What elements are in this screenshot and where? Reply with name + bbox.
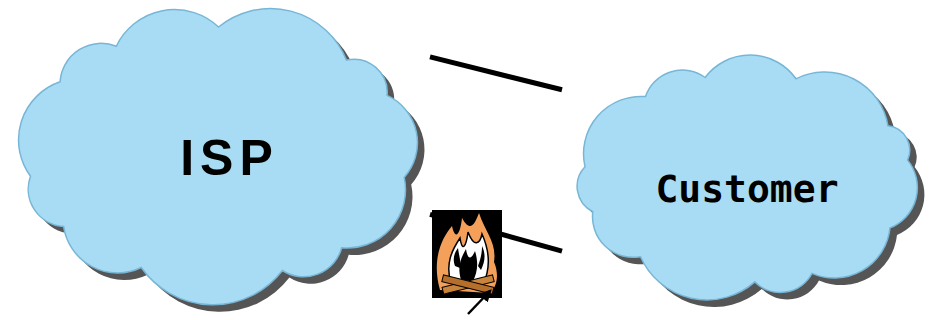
- cloud-label: ISP: [180, 129, 279, 187]
- cloud-shape: [19, 9, 418, 305]
- cloud-shape: [577, 55, 917, 300]
- fire-background: [432, 210, 502, 298]
- cloud-label: Customer: [655, 167, 838, 211]
- flame-streak: [478, 246, 485, 270]
- pointer-arrow: [468, 291, 490, 314]
- fire-glow: [437, 213, 497, 293]
- link-line: [430, 214, 562, 251]
- fire-icon: [432, 210, 502, 298]
- flame-streak: [454, 248, 461, 268]
- cloud-node: ISP: [5, 5, 430, 300]
- log: [442, 275, 494, 294]
- flame-core: [459, 249, 477, 281]
- cloud-node: Customer: [562, 52, 932, 304]
- log: [442, 275, 494, 294]
- link-line: [430, 57, 562, 90]
- flame: [449, 232, 488, 285]
